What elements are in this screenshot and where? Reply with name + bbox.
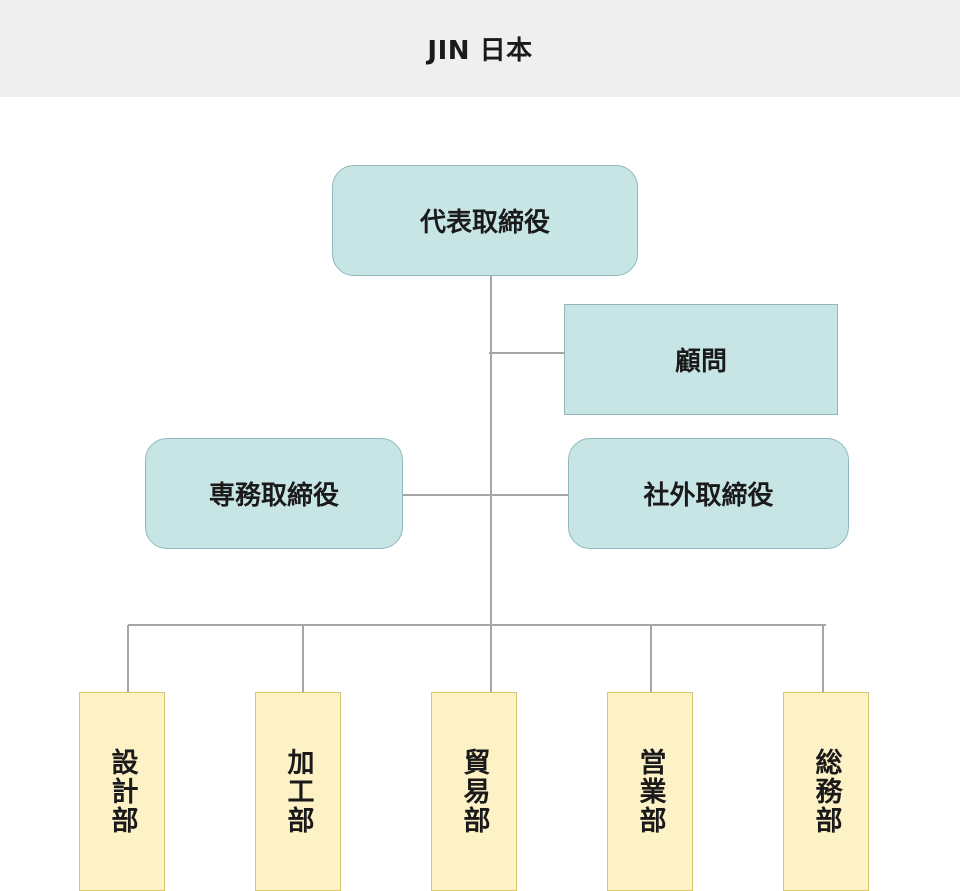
- department-label-processing: 加工部: [282, 748, 314, 835]
- department-box-general-affairs: 総務部: [783, 692, 869, 891]
- department-label-trade: 貿易部: [458, 748, 490, 835]
- president-box: 代表取締役: [332, 165, 638, 276]
- outside-director-label: 社外取締役: [643, 481, 774, 511]
- senior-director-label: 専務取締役: [208, 481, 339, 511]
- senior-director-box: 専務取締役: [145, 438, 403, 549]
- department-box-processing: 加工部: [255, 692, 341, 891]
- advisor-label: 顧問: [674, 347, 727, 377]
- president-label: 代表取締役: [419, 208, 550, 238]
- department-box-sales: 営業部: [607, 692, 693, 891]
- department-box-trade: 貿易部: [431, 692, 517, 891]
- page-title: JIN 日本: [427, 36, 533, 66]
- page-header: JIN 日本: [0, 0, 960, 97]
- department-box-design: 設計部: [79, 692, 165, 891]
- department-label-sales: 営業部: [634, 748, 666, 835]
- advisor-box: 顧問: [564, 304, 838, 415]
- department-label-design: 設計部: [106, 748, 138, 835]
- department-label-general-affairs: 総務部: [810, 748, 842, 835]
- outside-director-box: 社外取締役: [568, 438, 849, 549]
